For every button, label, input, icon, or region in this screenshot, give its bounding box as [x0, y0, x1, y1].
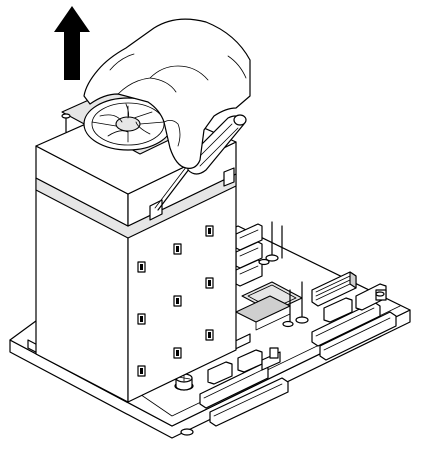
- connector-stack: [235, 223, 263, 287]
- arrow-up-icon: [54, 6, 90, 80]
- board-components: [174, 221, 397, 427]
- heat-sink: [27, 173, 251, 403]
- mounting-hole: [180, 428, 194, 436]
- screwdriver-handle: [187, 115, 245, 175]
- fan-clip-right: [223, 167, 235, 187]
- hand-icon: [83, 18, 251, 169]
- hand-outline: [83, 18, 251, 169]
- fan-clip-left: [149, 199, 163, 221]
- standoff-posts: [258, 221, 309, 328]
- expansion-slots-right: [311, 283, 397, 361]
- large-connector: [311, 271, 357, 307]
- expansion-slots-front: [199, 347, 289, 427]
- heat-sink-vents: [137, 225, 214, 377]
